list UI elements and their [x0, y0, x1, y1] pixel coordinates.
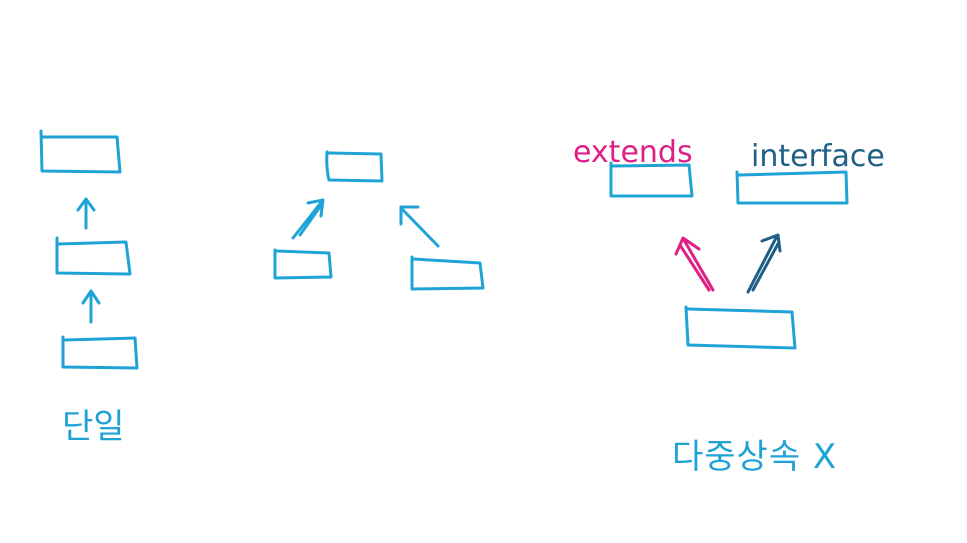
shared-parent-diagram	[273, 150, 485, 291]
left-child-class-box	[273, 248, 333, 280]
bottom-class-box	[61, 335, 139, 370]
up-arrow-upper	[76, 197, 96, 230]
parent-class-box	[325, 150, 384, 183]
interface-label: interface	[751, 139, 885, 174]
child-class-box	[684, 305, 797, 350]
up-arrow-lower	[81, 289, 101, 324]
extends-interface-diagram: extends interface 다중상속 X	[573, 135, 885, 477]
middle-class-box	[55, 236, 132, 276]
extends-arrow	[674, 236, 715, 292]
single-inheritance-diagram: 단일	[39, 129, 139, 447]
single-label: 단일	[62, 407, 125, 447]
top-class-box	[39, 129, 122, 174]
extends-class-box	[609, 161, 694, 198]
multiple-inheritance-no-label: 다중상속 X	[672, 437, 837, 477]
right-child-arrow	[399, 205, 440, 248]
right-child-class-box	[410, 255, 485, 291]
interface-arrow	[746, 233, 782, 294]
left-child-arrow	[291, 198, 325, 240]
interface-box	[735, 170, 849, 205]
